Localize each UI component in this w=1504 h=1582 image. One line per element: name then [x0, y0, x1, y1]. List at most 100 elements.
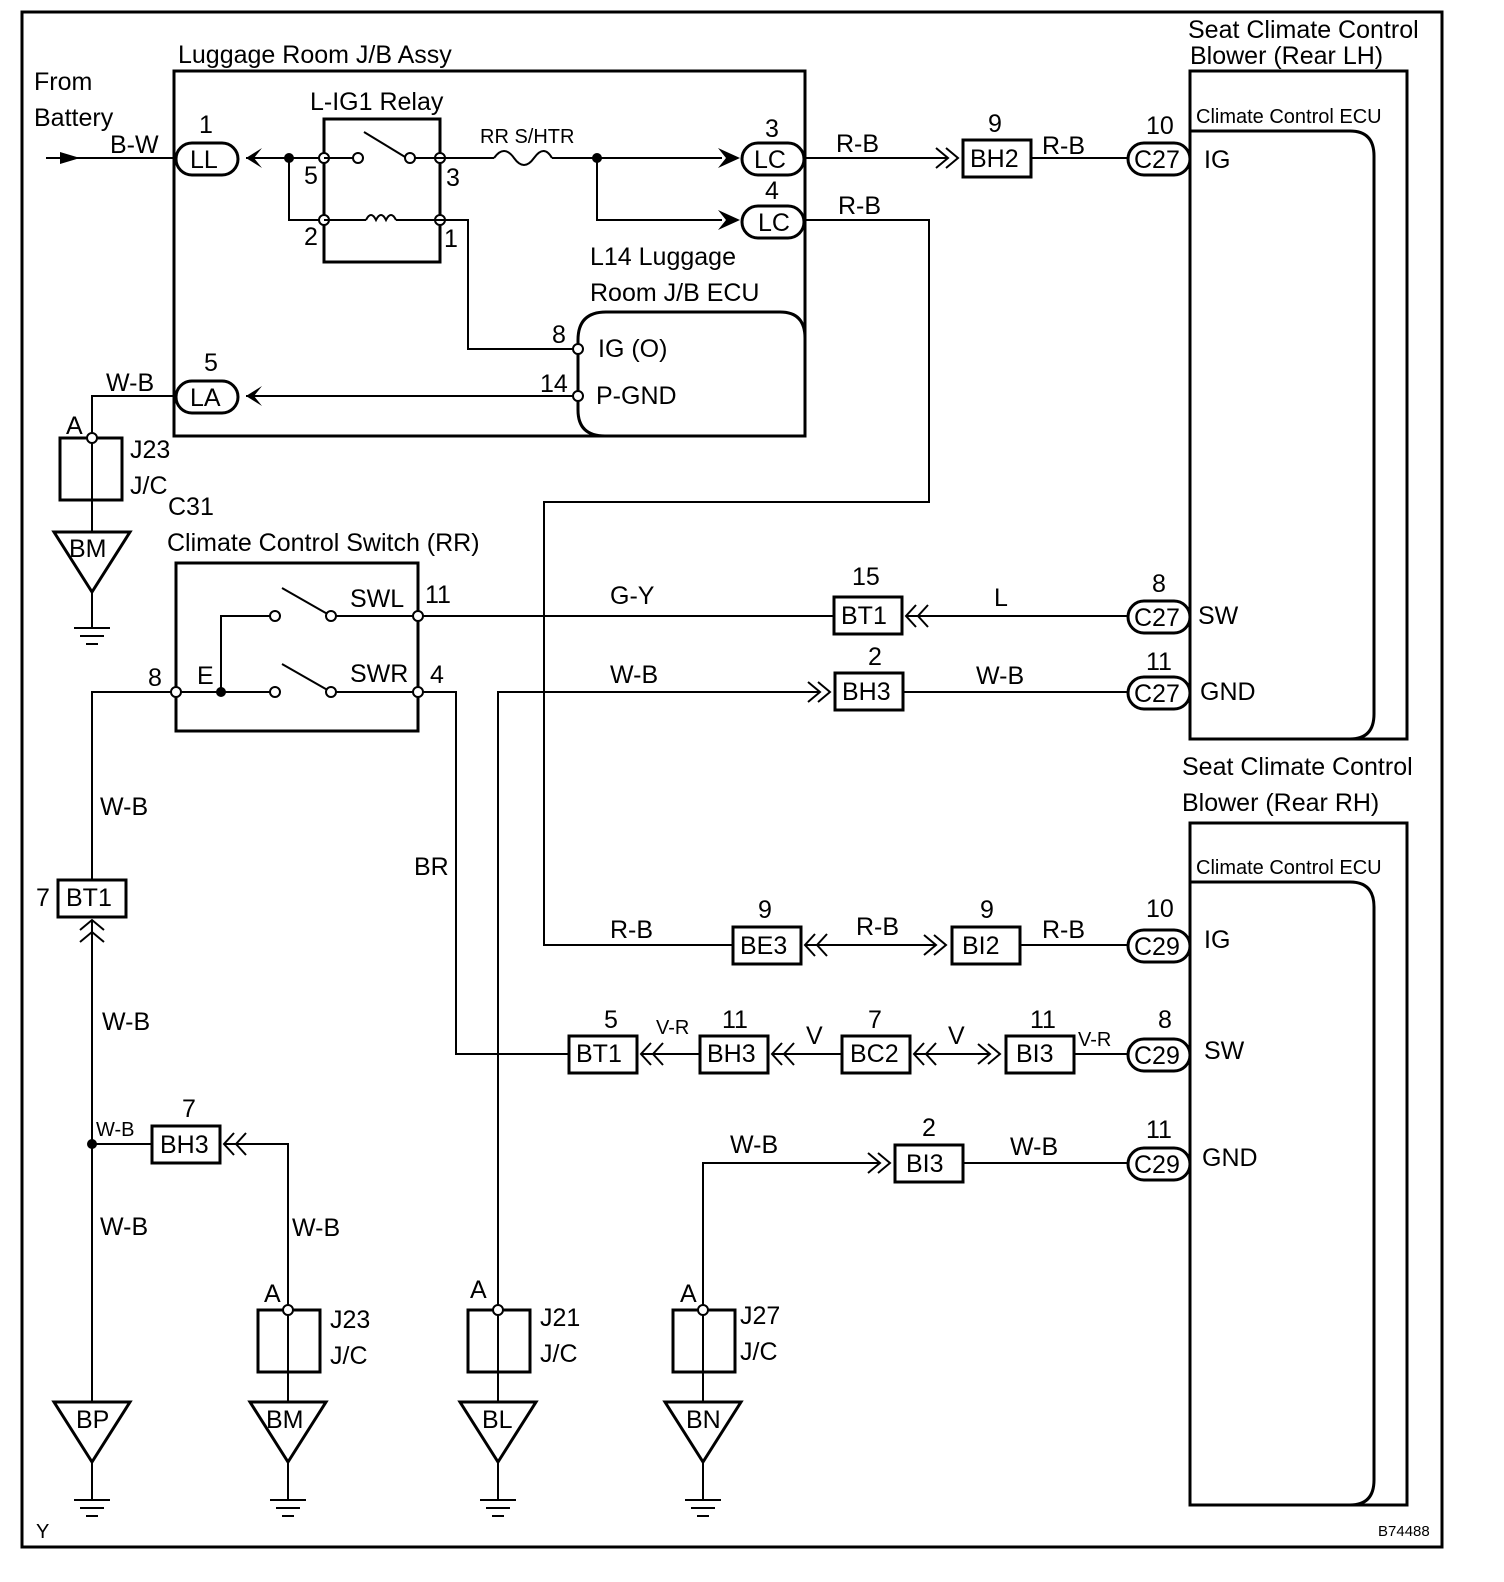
- la-connector-label: LA: [190, 384, 221, 412]
- bh2-label: BH2: [970, 145, 1019, 173]
- jb-assy-box: [172, 69, 807, 438]
- wire-bh3-j23: [224, 1143, 289, 1310]
- wire-color-rb: R-B: [1042, 916, 1085, 944]
- bi2-9-male-mark: [923, 934, 948, 956]
- swl-label: SWL: [350, 585, 404, 613]
- j23-bottom-type: J/C: [330, 1342, 368, 1370]
- bt1-15-label: BT1: [841, 602, 887, 630]
- j21-name: J21: [540, 1304, 580, 1332]
- jc-top-pin-dot: [86, 432, 98, 444]
- battery-label: From: [34, 68, 92, 96]
- ground-bn: BN: [662, 1400, 744, 1517]
- blower-rh-gnd-label: GND: [1202, 1144, 1258, 1172]
- ground-bl-triangle: [457, 1400, 539, 1465]
- ground-bm-triangle: [247, 1400, 329, 1465]
- ground-bp-label: BP: [76, 1406, 109, 1434]
- bh3-2-label: BH3: [842, 678, 891, 706]
- switch-pin4: [412, 686, 424, 698]
- wire-color-wb: W-B: [106, 369, 154, 397]
- wire-color-rb: R-B: [610, 916, 653, 944]
- c27-gnd-label: C27: [1134, 680, 1180, 708]
- blower-rh-title-2: Blower (Rear RH): [1182, 789, 1379, 817]
- wire-color-wb: W-B: [96, 1119, 135, 1141]
- fuse-label: RR S/HTR: [480, 126, 574, 148]
- blower-lh-ig-label: IG: [1204, 146, 1230, 174]
- wire-color-rb: R-B: [838, 192, 881, 220]
- ll-pin: 1: [199, 111, 213, 139]
- jb-ecu-gnd-label: P-GND: [596, 382, 677, 410]
- jb-ecu-title: L14 Luggage: [590, 243, 736, 271]
- swr-arm: [281, 663, 332, 693]
- c29-sw-connector: [1126, 1037, 1192, 1073]
- lc4-connector-label: LC: [758, 209, 790, 237]
- c29-ig-label: C29: [1134, 933, 1180, 961]
- wire-color-gy: G-Y: [610, 582, 655, 610]
- wire-color-wb: W-B: [102, 1008, 150, 1036]
- bi2-9-pin: 9: [980, 896, 994, 924]
- c29-ig-pin: 10: [1146, 895, 1174, 923]
- relay-contact-left: [352, 152, 364, 164]
- wire-lc4-rh-ig: [543, 219, 930, 946]
- relay-contact-right: [404, 152, 416, 164]
- ll-connector-label: LL: [190, 146, 218, 174]
- j21-type: J/C: [540, 1340, 578, 1368]
- bi3-2-pin: 2: [922, 1114, 936, 1142]
- ground-bp-triangle: [51, 1400, 133, 1465]
- bh3-7-connector: [150, 1124, 222, 1165]
- wire-color-wb: W-B: [100, 793, 148, 821]
- blower-rh-ecu-box: [1190, 880, 1376, 1507]
- relay-title: L-IG1 Relay: [310, 88, 444, 116]
- jb-wire-lc4: [596, 158, 722, 221]
- wire-color-rb: R-B: [1042, 132, 1085, 160]
- switch-pin11: [412, 610, 424, 622]
- ground-bp: BP: [51, 1400, 133, 1517]
- j23-bottom-pin-dot: [282, 1304, 294, 1316]
- jb-ecu-ig-pin: [572, 343, 584, 355]
- c27-ig-pin: 10: [1146, 112, 1174, 140]
- wire-color-wb: W-B: [976, 662, 1024, 690]
- c27-gnd-connector: [1126, 675, 1192, 711]
- j23-bottom-name: J23: [330, 1306, 370, 1334]
- bi3-11-male-mark: [977, 1043, 1002, 1065]
- bt1-15-pin: 15: [852, 563, 880, 591]
- wire-swr-bt1: [423, 691, 569, 1055]
- climate-switch-box: [174, 561, 420, 733]
- blower-rh-ecu-label: Climate Control ECU: [1196, 857, 1382, 879]
- bh3-11-label: BH3: [707, 1040, 756, 1068]
- c27-sw-pin: 8: [1152, 570, 1166, 598]
- wire-color-v: V: [948, 1022, 965, 1050]
- bh3-11-connector: [698, 1034, 770, 1075]
- jb-assy-title: Luggage Room J/B Assy: [178, 41, 452, 69]
- lc4-female-mark: [718, 210, 740, 230]
- c27-gnd-pin: 11: [1146, 648, 1172, 676]
- wire-color-vr: V-R: [1078, 1029, 1111, 1051]
- wire-la-j23: [91, 395, 176, 438]
- bi3-2-male-mark: [867, 1152, 892, 1174]
- bh2-pin: 9: [988, 110, 1002, 138]
- bt1-5-pin: 5: [604, 1006, 618, 1034]
- battery-arrow: [60, 152, 80, 164]
- bt1-5-label: BT1: [576, 1040, 622, 1068]
- la-pin: 5: [204, 349, 218, 377]
- j27-type: J/C: [740, 1338, 778, 1366]
- swl-contact-right: [325, 610, 337, 622]
- blower-rh-sw-label: SW: [1204, 1037, 1245, 1065]
- jb-wire-relay-coil: [288, 158, 324, 221]
- wire-color-wb: W-B: [730, 1131, 778, 1159]
- wire-color-vr: V-R: [656, 1017, 689, 1039]
- bh3-2-pin: 2: [868, 643, 882, 671]
- bi3-2-label: BI3: [906, 1150, 944, 1178]
- jc-top-code: C31: [168, 493, 214, 521]
- jb-ecu-box: [576, 310, 807, 438]
- jb-ecu-ig-pin-label: 8: [552, 321, 566, 349]
- swl-contact-left: [269, 610, 281, 622]
- ll-connector: [174, 141, 240, 177]
- bh3-11-pin: 11: [722, 1006, 748, 1034]
- wire-color-wb: W-B: [610, 661, 658, 689]
- jc-top-type: J/C: [130, 472, 168, 500]
- bc2-7-connector: [840, 1034, 912, 1075]
- switch-pin4-label: 4: [430, 661, 444, 689]
- bt1-7-pin: 7: [36, 884, 50, 912]
- lc4-pin: 4: [765, 177, 779, 205]
